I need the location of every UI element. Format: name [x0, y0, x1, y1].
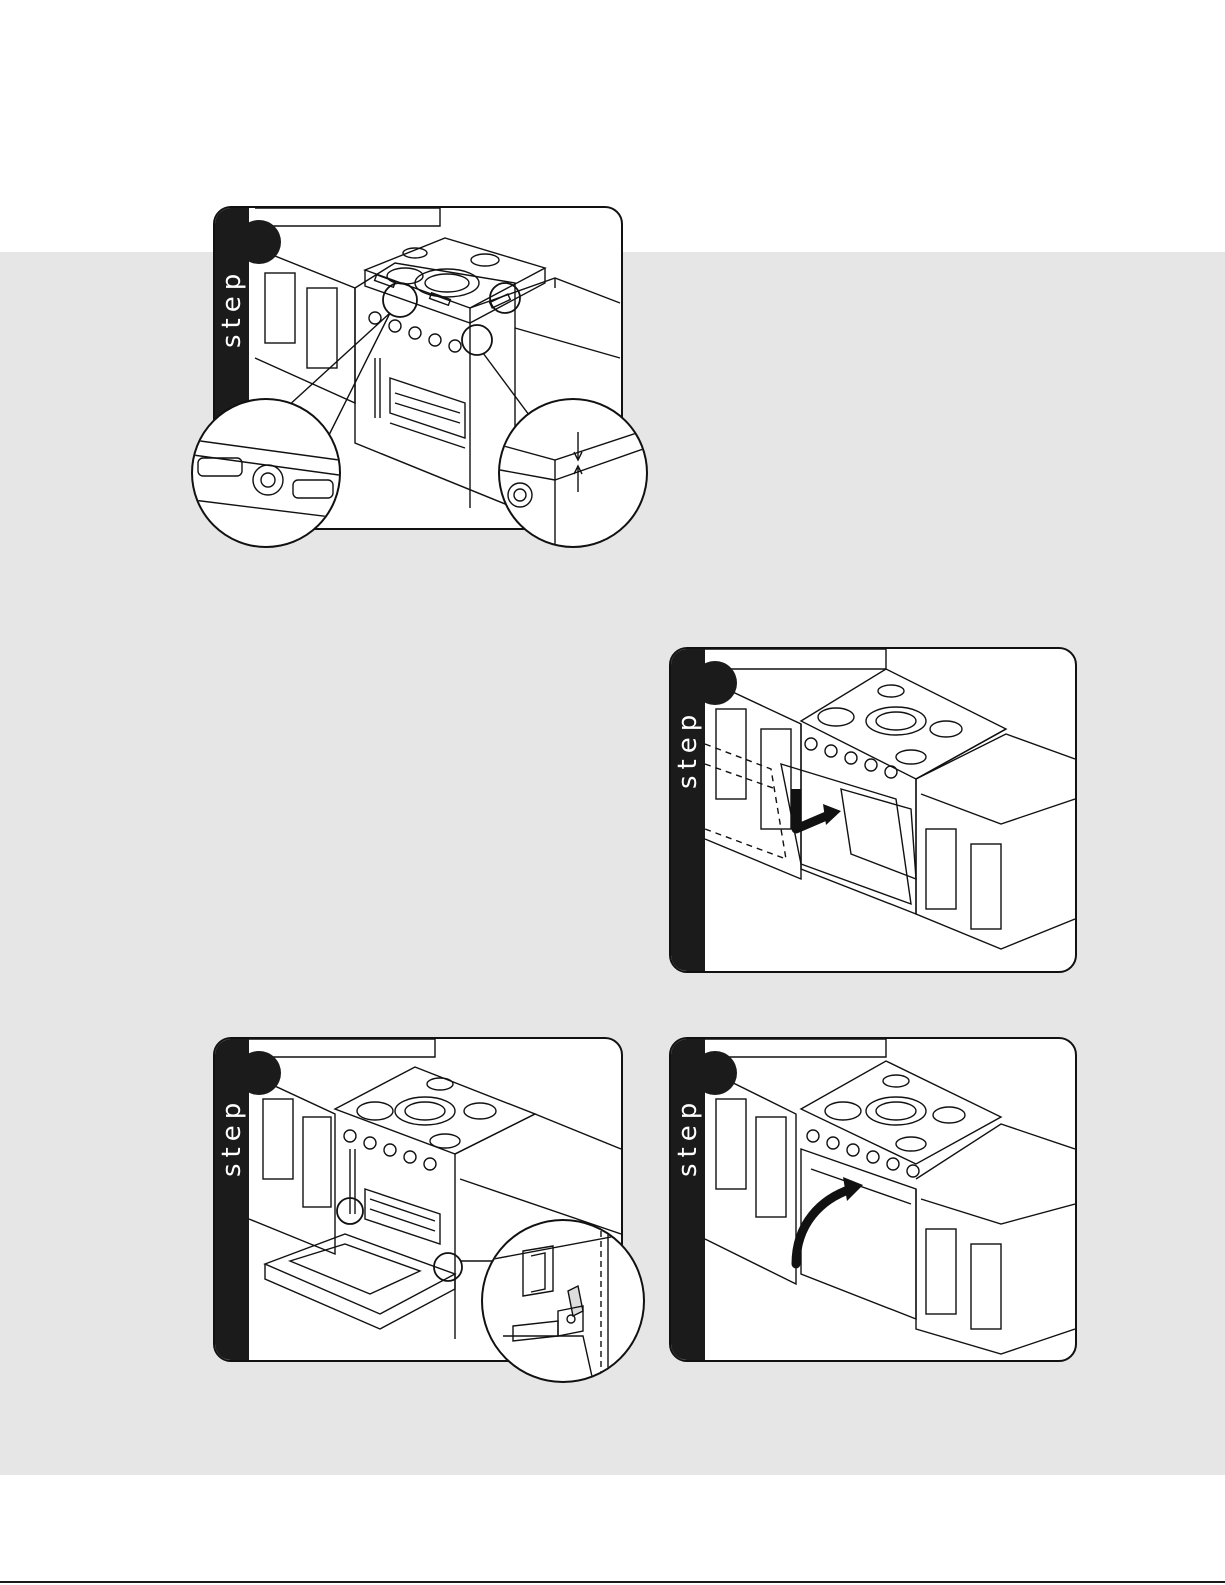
- detail-magnifier-hinge: [481, 1219, 645, 1383]
- step-label: step: [676, 699, 700, 799]
- step-label: step: [676, 1087, 700, 1187]
- arrow-icon: [796, 1177, 863, 1264]
- step-label: step: [220, 258, 244, 358]
- step-panel-remove-door: step: [669, 647, 1077, 973]
- step-panel-leveling: step: [213, 206, 623, 530]
- step-panel-hinge: step: [213, 1037, 623, 1362]
- detail-magnifier-gap: [498, 398, 648, 548]
- arrow-icon: [796, 789, 841, 829]
- page-bottom-rule: [0, 1581, 1225, 1583]
- step-panel-replace-door: step: [669, 1037, 1077, 1362]
- detail-magnifier-rail: [191, 398, 341, 548]
- step-label: step: [220, 1087, 244, 1187]
